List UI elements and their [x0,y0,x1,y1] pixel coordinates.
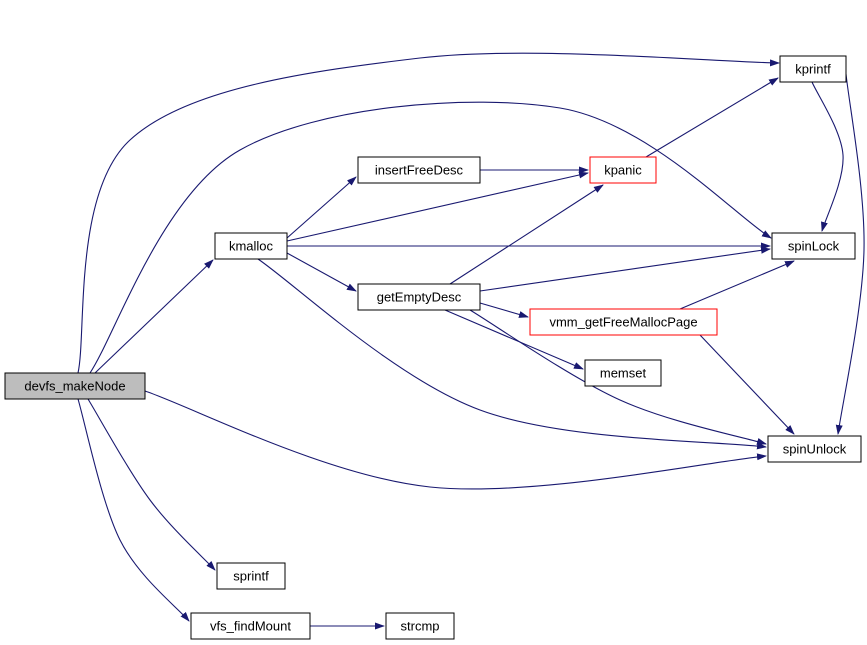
node-sprintf[interactable]: sprintf [216,562,286,590]
node-box-vmm_getFreeMallocPage[interactable] [529,308,718,336]
node-box-vfs_findMount[interactable] [190,612,311,640]
edge-kmalloc-to-insertFreeDesc [286,176,357,239]
node-kmalloc[interactable]: kmalloc [214,232,288,260]
edge-layer [77,52,865,630]
edge-getEmptyDesc-to-memset [444,309,584,370]
edge-devfs_makeNode-to-spinUnlock [144,390,767,490]
edge-devfs_makeNode-to-kprintf [77,52,780,374]
node-box-sprintf[interactable] [216,562,286,590]
node-box-getEmptyDesc[interactable] [357,283,481,311]
node-box-kprintf[interactable] [779,55,847,83]
node-spinUnlock[interactable]: spinUnlock [767,435,862,463]
node-box-spinLock[interactable] [771,232,856,260]
node-getEmptyDesc[interactable]: getEmptyDesc [357,283,481,311]
node-vmm_getFreeMallocPage[interactable]: vmm_getFreeMallocPage [529,308,718,336]
node-box-kpanic[interactable] [589,156,657,184]
node-box-devfs_makeNode [4,372,146,400]
node-memset[interactable]: memset [584,359,662,387]
edge-kmalloc-to-kpanic [286,171,589,242]
node-insertFreeDesc[interactable]: insertFreeDesc [357,156,481,184]
edge-vmm_getFreeMallocPage-to-spinUnlock [699,334,795,435]
node-box-spinUnlock[interactable] [767,435,862,463]
edge-kmalloc-to-spinUnlock [257,258,767,450]
node-strcmp[interactable]: strcmp [385,612,455,640]
node-devfs_makeNode: devfs_makeNode [4,372,146,400]
edge-devfs_makeNode-to-sprintf [87,398,216,571]
node-box-kmalloc[interactable] [214,232,288,260]
edge-devfs_makeNode-to-kmalloc [94,259,214,374]
edge-getEmptyDesc-to-vmm_getFreeMallocPage [479,302,529,318]
edge-kprintf-to-spinUnlock [835,73,865,435]
edge-getEmptyDesc-to-spinUnlock [469,309,767,445]
edge-getEmptyDesc-to-kpanic [449,184,604,285]
edge-devfs_makeNode-to-vfs_findMount [77,398,190,622]
node-vfs_findMount[interactable]: vfs_findMount [190,612,311,640]
node-box-insertFreeDesc[interactable] [357,156,481,184]
node-box-strcmp[interactable] [385,612,455,640]
edge-kpanic-to-kprintf [645,77,779,158]
node-layer: devfs_makeNode kmalloc insertFreeDesc kpani… [4,55,862,640]
node-kprintf[interactable]: kprintf [779,55,847,83]
node-kpanic[interactable]: kpanic [589,156,657,184]
node-box-memset[interactable] [584,359,662,387]
edge-kmalloc-to-getEmptyDesc [286,252,357,292]
edge-kprintf-to-spinLock [811,81,844,232]
edge-vmm_getFreeMallocPage-to-spinLock [679,260,795,310]
node-spinLock[interactable]: spinLock [771,232,856,260]
edge-devfs_makeNode-to-spinLock [89,101,772,374]
edge-getEmptyDesc-to-spinLock [479,246,771,292]
